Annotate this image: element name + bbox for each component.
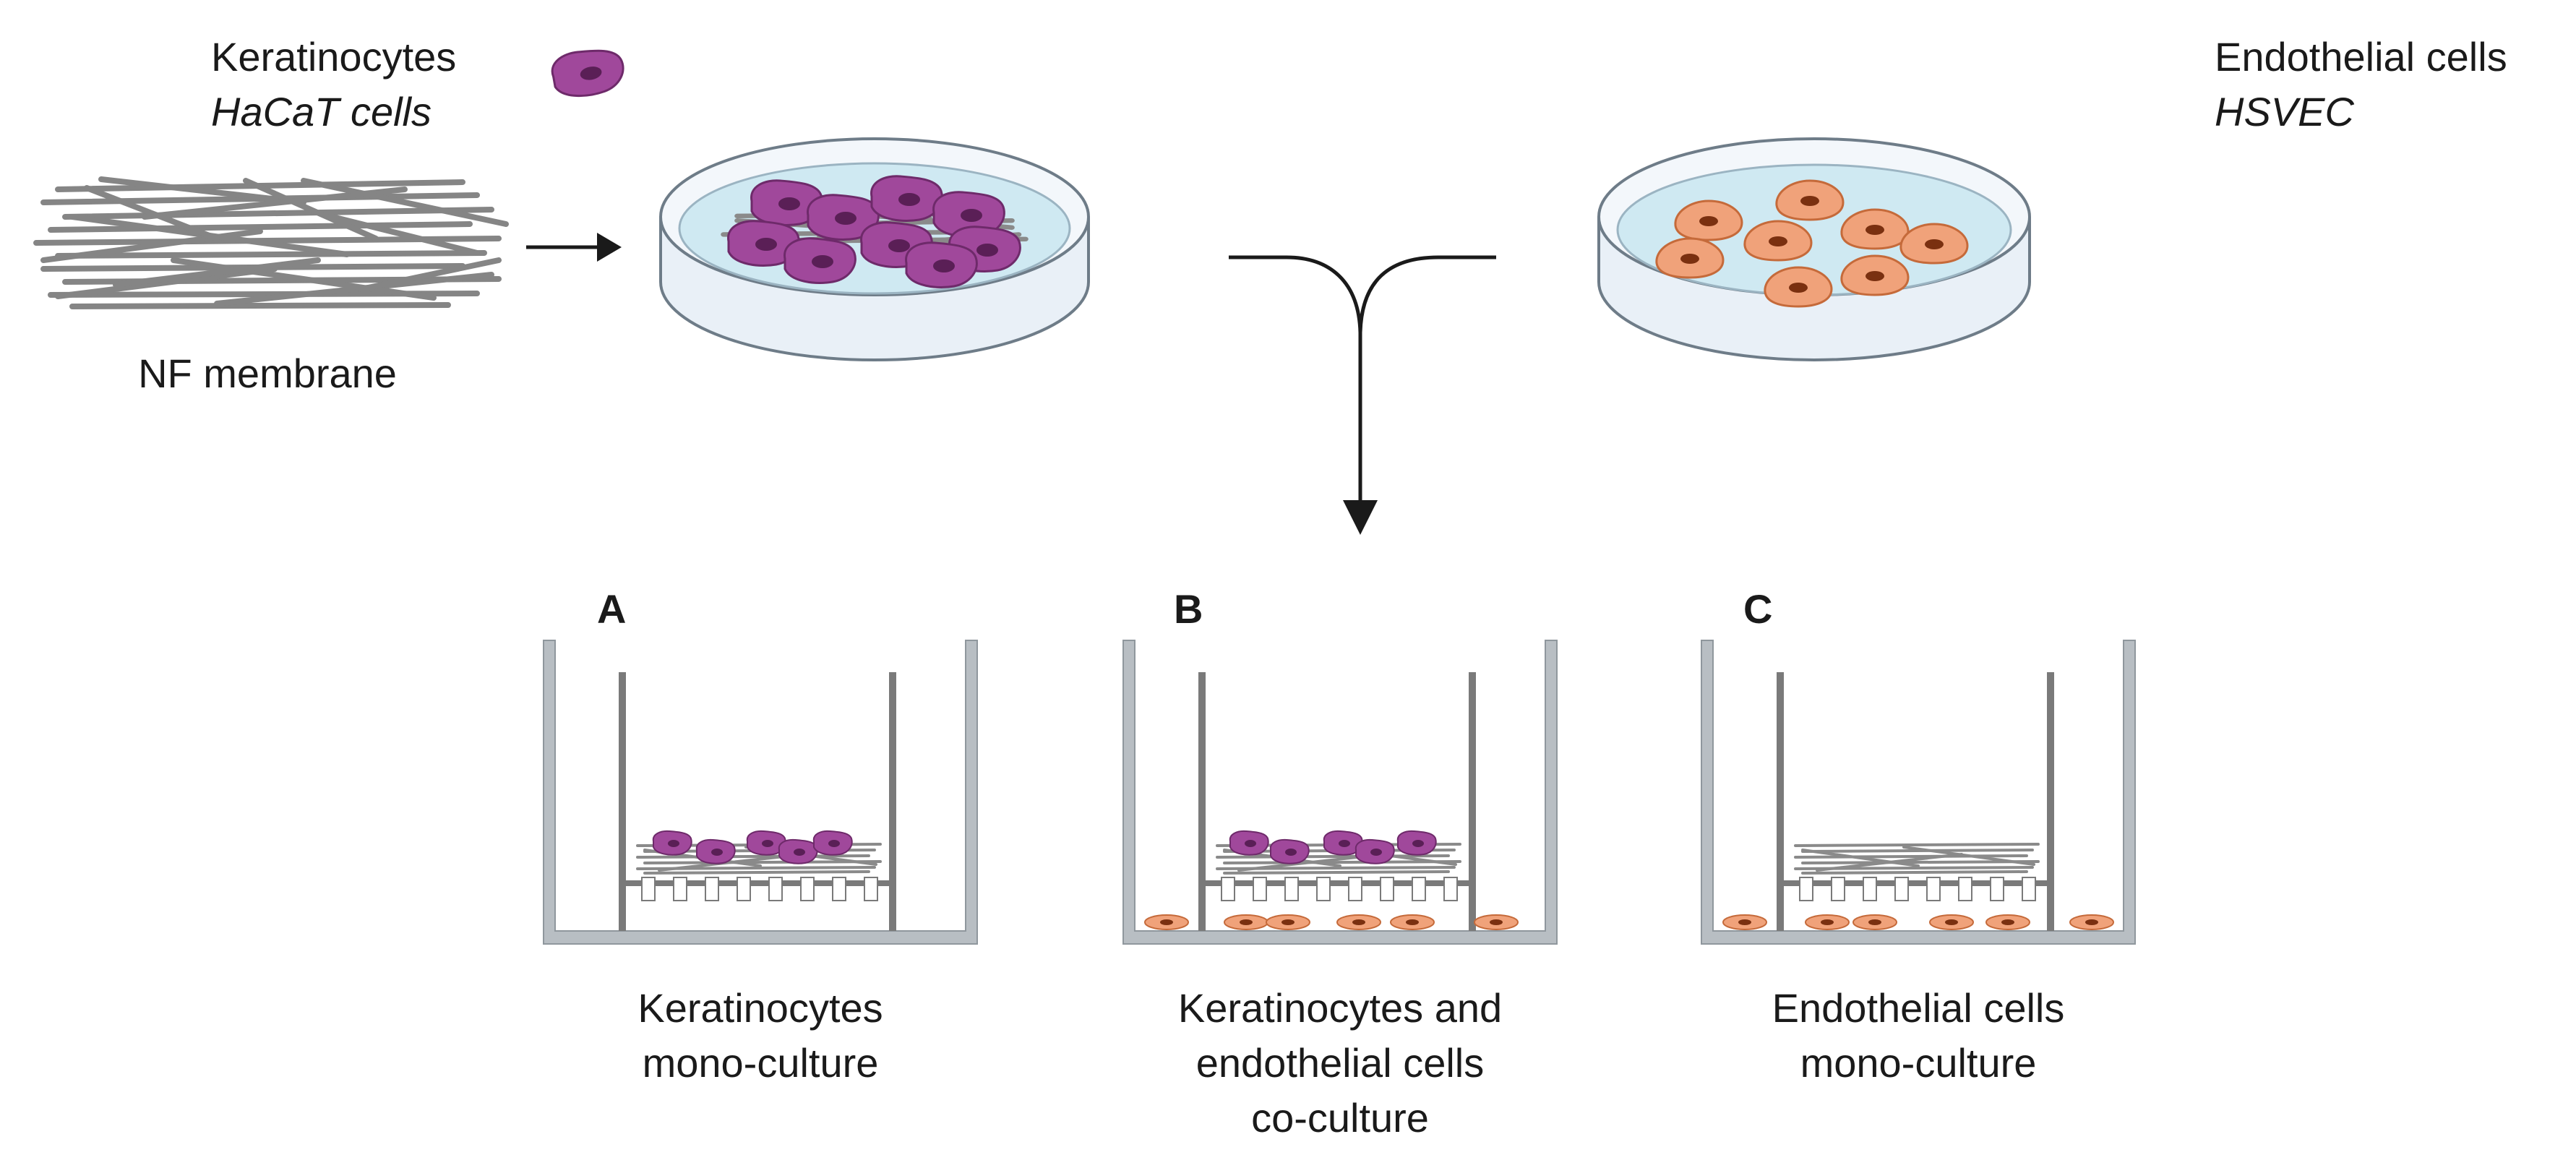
pore <box>832 877 846 901</box>
pore <box>673 877 687 901</box>
keratinocyte-cell <box>1269 838 1310 864</box>
pore <box>1380 877 1394 901</box>
well-wall <box>1701 640 2136 945</box>
endothelial-cell <box>1474 914 1519 930</box>
panel-caption: mono-culture <box>643 1040 879 1086</box>
panel-caption: mono-culture <box>1800 1040 2037 1086</box>
keratinocyte-cell <box>652 830 692 856</box>
endothelial-cell <box>1852 914 1897 930</box>
endothelial-cell <box>1336 914 1381 930</box>
insert-wall <box>2047 672 2054 931</box>
keratinocyte-cell <box>812 830 853 856</box>
keratinocyte-cell <box>1396 830 1437 856</box>
pore <box>641 877 656 901</box>
keratinocytes-label: Keratinocytes <box>211 34 456 80</box>
nf-membrane-label: NF membrane <box>138 351 397 396</box>
panel-caption: Endothelial cells <box>1772 985 2065 1031</box>
endothelial-cell <box>1722 914 1767 930</box>
well-wall <box>1122 640 1558 945</box>
pore <box>800 877 815 901</box>
panels: A Keratinocytes mono-culture B Keratinocytes… <box>543 586 2136 1141</box>
panel-letter: A <box>597 586 626 632</box>
pore <box>705 877 719 901</box>
petri-dish-keratinocytes <box>659 137 1090 361</box>
insert-wall <box>619 672 626 931</box>
insert-wall <box>1198 672 1206 931</box>
endothelial-cell <box>2069 914 2114 930</box>
pore <box>1863 877 1877 901</box>
arrow-right-icon <box>526 233 622 262</box>
pore <box>768 877 783 901</box>
panel-c: C Endothelial cells mono-culture <box>1701 586 2136 1086</box>
insert-membrane-support <box>1784 880 2047 886</box>
pore <box>2022 877 2036 901</box>
panel-caption: Keratinocytes and <box>1178 985 1502 1031</box>
nf-membrane-illustration <box>33 176 509 309</box>
pore <box>1348 877 1362 901</box>
pore <box>1221 877 1235 901</box>
merge-connector <box>1229 255 1496 506</box>
pore <box>1443 877 1458 901</box>
insert-wall <box>889 672 896 931</box>
endothelial-cell <box>1390 914 1435 930</box>
panel-letter: C <box>1743 586 1772 632</box>
pore <box>1412 877 1426 901</box>
keratinocyte-cell <box>778 838 818 864</box>
insert-membrane-support <box>1206 880 1469 886</box>
panel-caption: Keratinocytes <box>637 985 883 1031</box>
panel-caption: endothelial cells <box>1196 1040 1484 1086</box>
panel-letter: B <box>1174 586 1203 632</box>
pore <box>1316 877 1331 901</box>
panel-b: B Keratinocytes and endothelial cells co-cu… <box>1122 586 1558 1141</box>
insert-membrane-support <box>626 880 889 886</box>
insert-wall <box>1469 672 1476 931</box>
endothelial-label: Endothelial cells <box>2215 34 2507 80</box>
haCaT-label: HaCaT cells <box>211 89 432 134</box>
keratinocyte-cell <box>695 838 736 864</box>
pore <box>1894 877 1909 901</box>
endothelial-cell <box>1805 914 1850 930</box>
pore <box>1799 877 1813 901</box>
pore <box>1284 877 1299 901</box>
hsvec-label: HSVEC <box>2215 89 2354 134</box>
pore <box>1253 877 1267 901</box>
endothelial-cell <box>1985 914 2030 930</box>
endothelial-cell <box>1224 914 1268 930</box>
endothelial-cell <box>1674 199 1743 241</box>
keratinocyte-cell <box>1354 838 1395 864</box>
pore <box>864 877 878 901</box>
endothelial-cell <box>1929 914 1974 930</box>
panel-caption: co-culture <box>1251 1095 1429 1141</box>
pore <box>1831 877 1845 901</box>
petri-dish-endothelial <box>1597 137 2031 361</box>
panel-a: A Keratinocytes mono-culture <box>543 586 978 1086</box>
endothelial-cell <box>1266 914 1310 930</box>
nf-membrane-layer <box>1794 843 2040 875</box>
arrow-down-icon <box>1343 500 1378 535</box>
well-wall <box>543 640 978 945</box>
pore <box>1926 877 1941 901</box>
pore <box>1990 877 2004 901</box>
keratinocyte-icon <box>548 43 628 102</box>
pore <box>737 877 751 901</box>
pore <box>1958 877 1972 901</box>
endothelial-cell <box>1144 914 1189 930</box>
insert-wall <box>1777 672 1784 931</box>
keratinocyte-cell <box>1229 830 1269 856</box>
